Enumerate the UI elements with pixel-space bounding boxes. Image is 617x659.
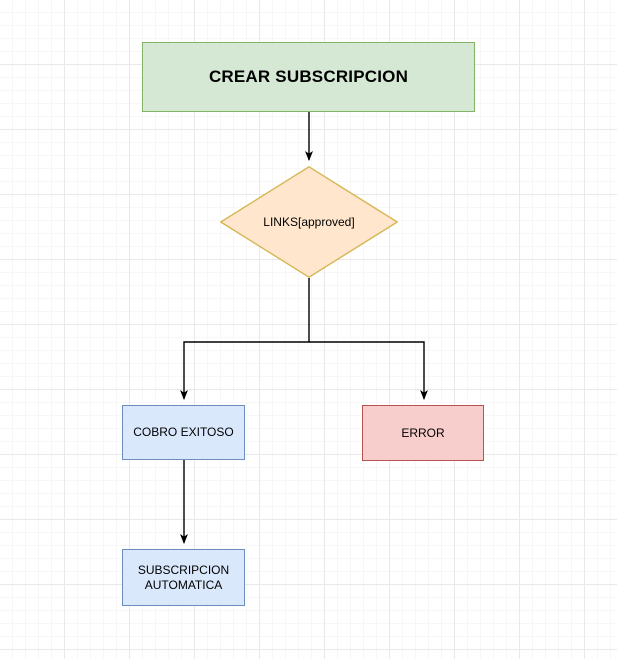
edge-decision-to-success bbox=[180, 278, 310, 400]
node-crear-subscripcion[interactable]: CREAR SUBSCRIPCION bbox=[142, 42, 475, 112]
diamond-shape bbox=[220, 166, 398, 278]
node-label-decision: LINKS[approved] bbox=[263, 214, 355, 229]
node-links-approved[interactable]: LINKS[approved] bbox=[220, 166, 398, 278]
node-label-success: COBRO EXITOSO bbox=[133, 425, 234, 439]
node-label-error: ERROR bbox=[401, 425, 445, 440]
node-error[interactable]: ERROR bbox=[362, 405, 484, 461]
node-label-start: CREAR SUBSCRIPCION bbox=[208, 67, 409, 87]
node-label-auto: SUBSCRIPCION AUTOMATICA bbox=[137, 562, 230, 592]
edge-decision-to-error bbox=[309, 341, 428, 400]
node-subscripcion-automatica[interactable]: SUBSCRIPCION AUTOMATICA bbox=[122, 549, 245, 606]
node-cobro-exitoso[interactable]: COBRO EXITOSO bbox=[122, 405, 245, 460]
